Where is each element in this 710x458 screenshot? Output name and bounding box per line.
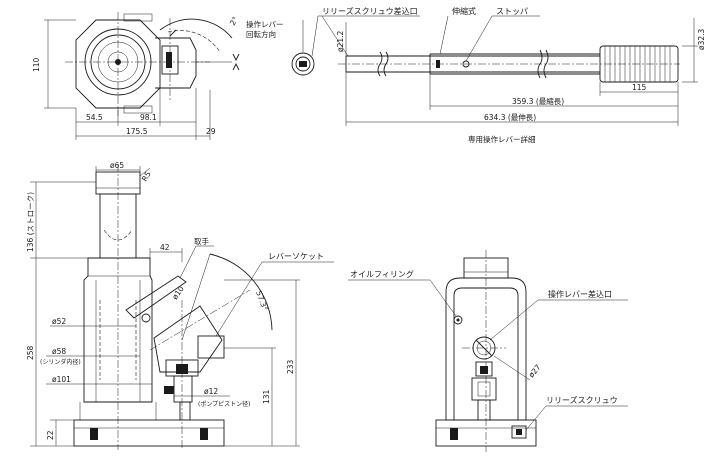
plan-octagon-body — [75, 19, 161, 109]
side-cylinder-body — [445, 277, 527, 421]
dia-10: ø10 — [170, 284, 186, 301]
dia-58: ø58 — [52, 347, 66, 356]
side-handle-inner — [453, 287, 519, 420]
main-cylinder — [83, 257, 153, 403]
dim-42: 42 — [160, 243, 170, 252]
front-centerline-lever — [149, 289, 251, 351]
lever-socket-label: レバーソケット — [268, 252, 324, 261]
plan-pump-housing — [155, 37, 197, 89]
cylinder-inner-label: (シリンダ内径) — [40, 358, 81, 366]
lever-break-3 — [537, 49, 543, 79]
pump-piston-label: (ポンプピストン径) — [198, 400, 251, 408]
dim-359-3: 359.3 (最縮長) — [512, 96, 564, 106]
plan-rotation-arc-outer — [159, 18, 233, 39]
plan-pump-core — [166, 52, 172, 68]
plan-rotation-arc — [167, 30, 221, 53]
lever-slot-label: 操作レバー差込口 — [548, 289, 612, 299]
base-slot-right — [200, 428, 208, 440]
lever-end-inner — [295, 56, 311, 72]
handle-pivot — [141, 313, 151, 323]
lever-detail: リリーズスクリュウ差込口 伸縮式 ストッパ ø21.2 ø32.3 115 35… — [291, 6, 706, 144]
stopper-pin — [436, 60, 440, 68]
carry-handle — [125, 275, 187, 319]
handle-label: 取手 — [194, 236, 209, 246]
pump-valve — [164, 386, 174, 394]
rotation-arrow-icon — [232, 53, 240, 62]
lever-socket-body — [197, 335, 225, 359]
base-plate — [73, 419, 225, 447]
pump-block — [153, 305, 223, 373]
release-screw-slot-label: リリーズスクリュウ差込口 — [322, 6, 418, 16]
lever-end-slot — [299, 61, 307, 67]
dim-angle-2: 2° — [228, 15, 240, 27]
pump-head-core — [176, 364, 188, 374]
ram-hidden-arc — [103, 229, 133, 241]
dim-175-5: 175.5 — [126, 127, 148, 136]
side-pump-body — [471, 377, 497, 401]
dia-32-3: ø32.3 — [697, 28, 706, 50]
stopper-label: ストッパ — [496, 7, 528, 16]
plan-bottom-lug — [123, 105, 153, 114]
lever-break-4 — [543, 49, 549, 79]
chamfer-r5: R5 — [140, 170, 153, 183]
dia-27: ø27 — [527, 362, 543, 379]
telescopic-label: 伸縮式 — [452, 6, 476, 16]
dim-110: 110 — [32, 57, 41, 72]
dim-634-3: 634.3 (最伸長) — [484, 112, 536, 122]
height-233: 233 — [286, 359, 295, 374]
lever-detail-caption: 専用操作レバー詳細 — [468, 134, 536, 144]
release-screw-label: リリーズスクリュウ — [546, 395, 618, 405]
lever-grip — [599, 45, 679, 83]
stroke-136: 136 (ストローク) — [26, 192, 35, 252]
side-pump-stem — [477, 399, 491, 421]
dia-52: ø52 — [52, 317, 66, 326]
dim-54-5: 54.5 — [86, 113, 103, 122]
lever-grip-knurl — [604, 46, 671, 82]
side-view: オイルフィリング 操作レバー差込口 ø27 リリーズスクリュウ — [348, 250, 628, 452]
pump-piston — [173, 375, 193, 403]
dia-65: ø65 — [110, 161, 124, 170]
plan-top-lug — [123, 13, 153, 22]
dim-131: 131 — [262, 389, 271, 404]
dim-115: 115 — [632, 83, 647, 92]
lever-rotation-label-2: 回転方向 — [246, 29, 276, 39]
release-screw-knob — [511, 425, 527, 439]
lever-rotation-label-1: 操作レバー — [246, 19, 284, 29]
height-258: 258 — [26, 345, 35, 360]
dim-98-1: 98.1 — [140, 113, 157, 122]
rotation-arrow-down-icon — [232, 62, 240, 71]
lever-end-outer — [291, 52, 315, 76]
lever-swing-arc — [209, 253, 273, 331]
dim-22: 22 — [46, 430, 55, 440]
dia-12: ø12 — [204, 387, 218, 396]
base-slot-left — [90, 428, 98, 440]
dia-21-2: ø21.2 — [336, 30, 345, 52]
dia-101: ø101 — [52, 375, 71, 384]
lever-break-2 — [383, 51, 389, 77]
lever-break-1 — [377, 51, 383, 77]
front-view: ø65 R5 136 (ストローク) 258 22 ø52 ø58 (シリンダ内… — [26, 161, 334, 450]
angle-57-3: 57.3° — [254, 290, 270, 313]
dim-29: 29 — [206, 127, 216, 136]
plan-view: 110 54.5 98.1 175.5 29 2° 操作レバー 回転方向 — [32, 12, 284, 140]
pump-stem — [179, 401, 191, 421]
side-pump-head — [475, 361, 493, 377]
oil-filling-label: オイルフィリング — [350, 269, 414, 279]
oil-filling-plug — [453, 315, 463, 325]
